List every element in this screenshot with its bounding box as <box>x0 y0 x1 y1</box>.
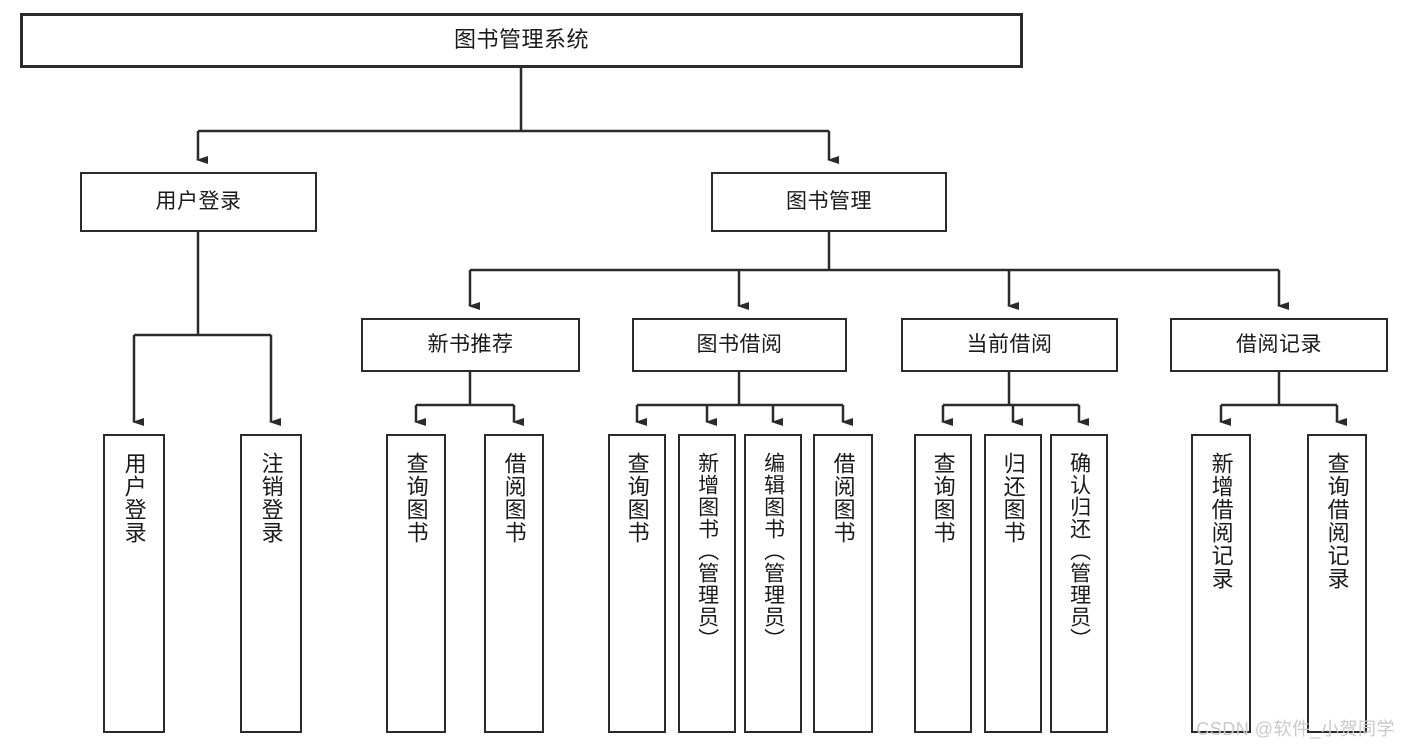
node-label: 查询图书 <box>403 452 429 544</box>
node-label: 用户登录 <box>155 190 242 214</box>
node-leaf-query-book-current[interactable]: 查询图书 <box>914 434 972 733</box>
node-label: 图书管理系统 <box>453 27 589 53</box>
node-leaf-user-login[interactable]: 用户登录 <box>103 434 165 733</box>
node-label: 用户登录 <box>121 452 147 544</box>
node-root-book-management-system[interactable]: 图书管理系统 <box>20 13 1023 68</box>
node-leaf-query-book-recommend[interactable]: 查询图书 <box>386 434 446 733</box>
node-label: 查询图书 <box>624 452 650 544</box>
node-label: 查询图书 <box>930 452 956 544</box>
node-label: 当前借阅 <box>966 333 1053 357</box>
node-label: 新增借阅记录 <box>1208 452 1234 590</box>
node-book-borrow[interactable]: 图书借阅 <box>632 318 847 372</box>
node-label: 查询借阅记录 <box>1324 452 1350 590</box>
node-label: 借阅记录 <box>1236 333 1322 357</box>
node-label: 图书管理 <box>786 190 872 214</box>
node-label: 借阅图书 <box>830 452 856 544</box>
node-leaf-edit-book-admin[interactable]: 编辑图书（管理员） <box>744 434 802 733</box>
node-leaf-query-book-borrow[interactable]: 查询图书 <box>608 434 666 733</box>
node-leaf-confirm-return-admin[interactable]: 确认归还（管理员） <box>1050 434 1108 733</box>
node-leaf-return-book[interactable]: 归还图书 <box>984 434 1042 733</box>
node-current-borrow[interactable]: 当前借阅 <box>901 318 1118 372</box>
node-leaf-logout-login[interactable]: 注销登录 <box>240 434 302 733</box>
node-leaf-add-borrow-record[interactable]: 新增借阅记录 <box>1191 434 1251 733</box>
node-leaf-borrow-book[interactable]: 借阅图书 <box>813 434 873 733</box>
node-new-book-recommend[interactable]: 新书推荐 <box>361 318 580 372</box>
node-book-management[interactable]: 图书管理 <box>711 172 947 232</box>
node-leaf-query-borrow-record[interactable]: 查询借阅记录 <box>1307 434 1367 733</box>
node-label: 确认归还（管理员） <box>1067 452 1091 650</box>
node-label: 编辑图书（管理员） <box>761 452 785 650</box>
node-leaf-add-book-admin[interactable]: 新增图书（管理员） <box>678 434 736 733</box>
node-label: 借阅图书 <box>501 452 527 544</box>
csdn-watermark: CSDN @软件_小贺同学 <box>1196 719 1395 739</box>
node-label: 图书借阅 <box>696 333 783 357</box>
node-label: 注销登录 <box>258 452 284 544</box>
node-label: 归还图书 <box>1000 452 1026 544</box>
node-user-login[interactable]: 用户登录 <box>80 172 317 232</box>
node-leaf-borrow-book-recommend[interactable]: 借阅图书 <box>484 434 544 733</box>
node-label: 新增图书（管理员） <box>695 452 719 650</box>
node-borrow-record[interactable]: 借阅记录 <box>1170 318 1388 372</box>
node-label: 新书推荐 <box>427 333 514 357</box>
